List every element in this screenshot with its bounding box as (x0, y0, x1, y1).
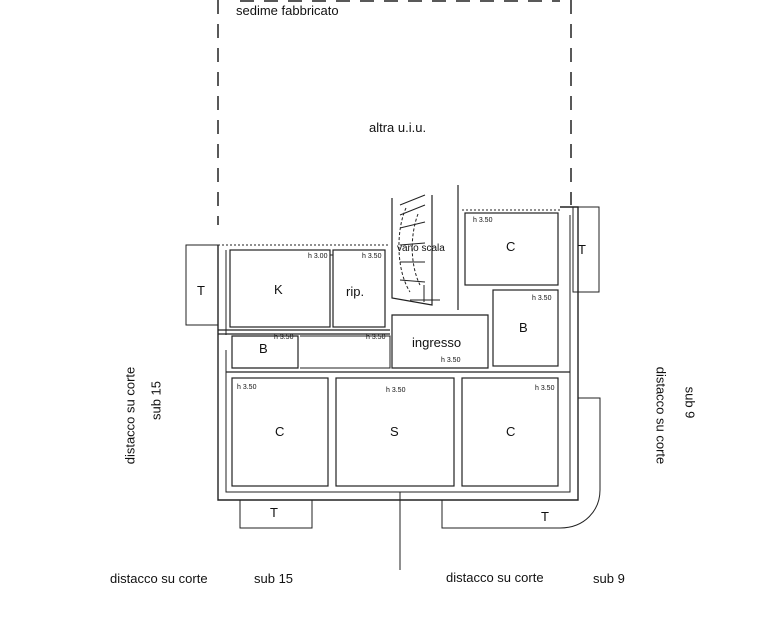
terrace-bottom-left-label: T (270, 505, 278, 520)
left-vertical-sub: sub 15 (148, 380, 164, 421)
room-s-name: S (390, 424, 399, 439)
terrace-bottom-right (441, 397, 601, 529)
room-c-right-height: h 3.50 (535, 385, 555, 392)
room-c-top-wall (464, 212, 559, 286)
room-s-height: h 3.50 (386, 387, 406, 394)
room-c-left-name: C (275, 424, 285, 439)
terrace-right-top (572, 206, 600, 293)
right-vertical-distacco: distacco su corte (653, 366, 669, 465)
ingresso-label: ingresso (412, 335, 462, 350)
bottom-left-sub: sub 15 (254, 571, 294, 586)
room-rip-name: rip. (346, 284, 365, 299)
terrace-bottom-right-label: T (541, 509, 549, 524)
room-rip-height: h 3.50 (362, 253, 382, 260)
bottom-right-sub: sub 9 (593, 571, 625, 586)
sedime-label: sedime fabbricato (236, 3, 339, 18)
room-k-wall (229, 249, 331, 328)
terrace-left-label: T (197, 283, 205, 298)
room-b-right-height: h 3.50 (532, 295, 552, 302)
bottom-right-distacco: distacco su corte (446, 570, 544, 585)
room-b-right-wall (492, 289, 559, 367)
ingresso-wall (391, 314, 489, 369)
room-b-left-height: h 3.50 (274, 334, 294, 341)
room-b-left-name: B (259, 341, 268, 356)
room-c-left-height: h 3.50 (237, 384, 257, 391)
room-b-left-wall (231, 335, 299, 369)
room-k-height: h 3.00 (308, 253, 328, 260)
room-c-right-wall (461, 377, 559, 487)
terrace-left (185, 244, 219, 326)
room-b-right-name: B (519, 320, 528, 335)
room-c-right-name: C (506, 424, 516, 439)
corridor-wall (300, 335, 391, 369)
other-unit-dashed-outline (217, 0, 572, 225)
terrace-bottom-left (239, 499, 313, 529)
room-c-top-height: h 3.50 (473, 217, 493, 224)
room-rip-wall (332, 249, 386, 328)
vano-scala-label: vano scala (397, 243, 445, 254)
building-inner-wall (225, 215, 571, 493)
building-outer-wall (217, 206, 579, 501)
room-k-name: K (274, 282, 283, 297)
stair-well (391, 185, 459, 310)
right-vertical-sub: sub 9 (682, 386, 698, 419)
room-c-top-name: C (506, 239, 516, 254)
corridor-height: h 3.50 (366, 334, 386, 341)
room-c-left-wall (231, 377, 329, 487)
left-vertical-distacco: distacco su corte (122, 366, 138, 465)
terrace-right-label: T (578, 242, 586, 257)
bottom-left-distacco: distacco su corte (110, 571, 208, 586)
ingresso-height: h 3.50 (441, 357, 461, 364)
room-s-wall (335, 377, 455, 487)
altra-uiu-label: altra u.i.u. (369, 120, 427, 135)
